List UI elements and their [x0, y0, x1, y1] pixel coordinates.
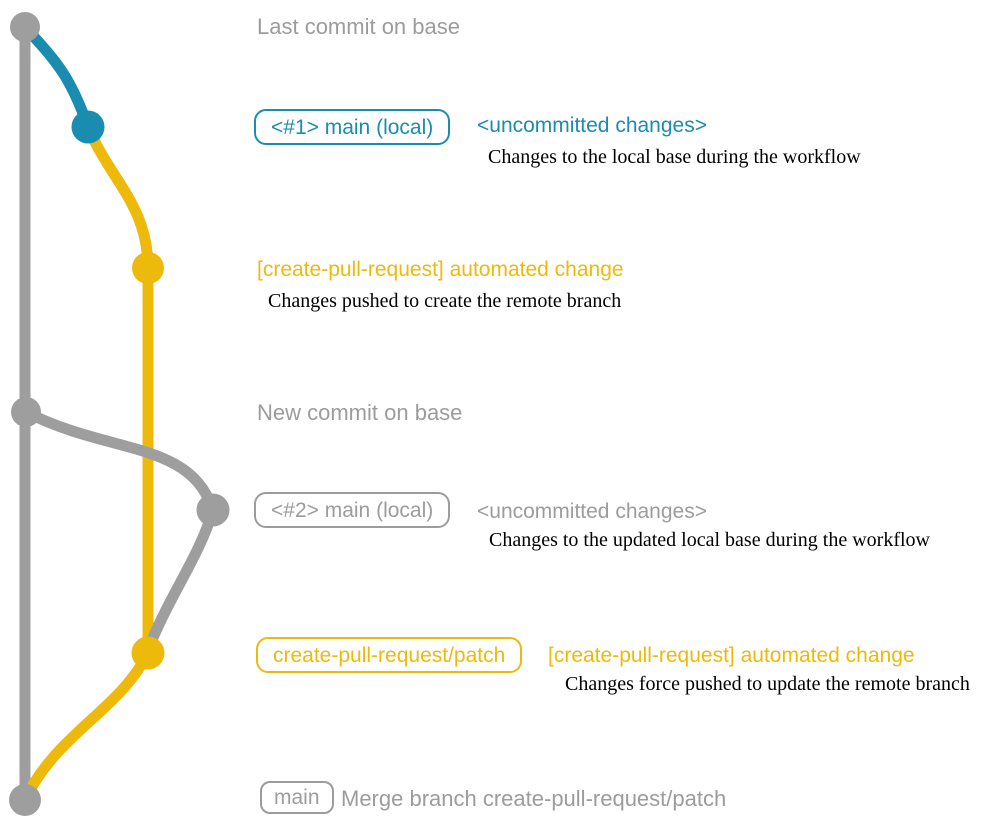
branch-badge-main: main	[260, 781, 334, 814]
commit-node-local-main-2	[196, 493, 230, 527]
commit-node-local-main-1	[71, 110, 105, 144]
commit-node-automated-change-1	[132, 252, 164, 284]
commit-node-new-base	[11, 397, 41, 427]
remote-branch-merge-curve	[20, 650, 153, 803]
uncommitted-changes-status-2: <uncommitted changes>	[477, 500, 707, 523]
force-push-curve	[144, 508, 219, 648]
note-local-base-changes: Changes to the local base during the wor…	[488, 146, 861, 168]
note-changes-force-pushed: Changes force pushed to update the remot…	[565, 673, 970, 695]
last-commit-label: Last commit on base	[257, 14, 460, 39]
new-commit-label: New commit on base	[257, 400, 463, 425]
commit-node-automated-change-2	[131, 636, 165, 670]
updated-local-main-curve	[23, 407, 219, 512]
branch-badge-create-pull-request-patch: create-pull-request/patch	[256, 637, 523, 673]
merge-commit-message: Merge branch create-pull-request/patch	[341, 786, 727, 811]
remote-branch-create-curve	[82, 124, 154, 269]
commit-node-last-base	[10, 12, 40, 42]
commit-node-merge	[9, 784, 41, 816]
note-changes-pushed: Changes pushed to create the remote bran…	[268, 290, 622, 312]
uncommitted-changes-status-1: <uncommitted changes>	[477, 114, 707, 137]
commit-message-automated-change-1: [create-pull-request] automated change	[257, 258, 624, 281]
local-main-branch-curve	[20, 23, 94, 129]
commit-message-automated-change-2: [create-pull-request] automated change	[548, 644, 915, 667]
branch-badge-main-local-2: <#2> main (local)	[254, 492, 451, 528]
note-updated-local-base-changes: Changes to the updated local base during…	[489, 529, 930, 551]
branch-badge-main-local-1: <#1> main (local)	[254, 109, 451, 145]
